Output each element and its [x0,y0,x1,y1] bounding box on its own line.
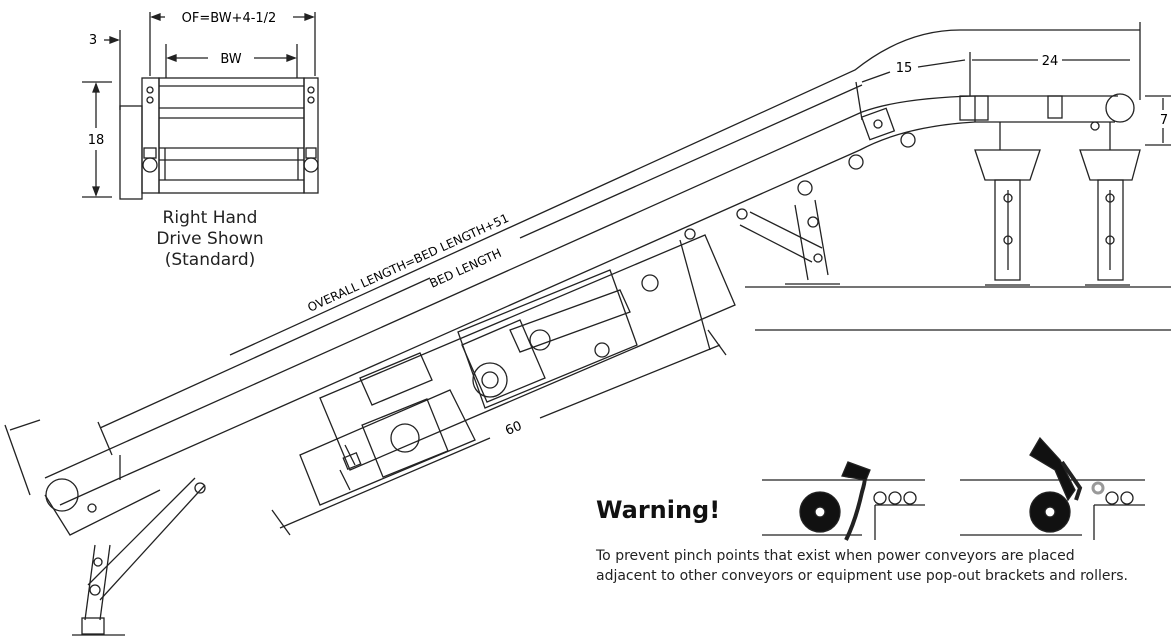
warning-title: Warning! [596,496,721,524]
dim-15-label: 15 [896,61,913,76]
end-view: OF=BW+4-1/2 BW 3 18 [82,11,319,200]
warning-text: To prevent pinch points that exist when … [596,548,1129,584]
height-dimension-label: 18 [88,133,105,148]
pinch-point-illustration-1 [762,461,925,541]
pinch-point-illustration-2 [960,436,1145,540]
caption-line: (Standard) [164,250,256,270]
dim-24-label: 24 [1042,54,1059,69]
caption-line: Drive Shown [156,229,264,249]
of-dimension-label: OF=BW+4-1/2 [182,11,277,26]
bw-dimension-label: BW [220,52,241,67]
caption-line: Right Hand [162,208,258,228]
drive-caption: Right Hand Drive Shown (Standard) [150,208,270,271]
side-view: OVERALL LENGTH=BED LENGTH+51 BED LENGTH … [4,22,1171,636]
dim-60-label: 60 [503,419,524,439]
offset-dimension-label: 3 [89,33,97,48]
dim-7-label: 7 [1160,113,1168,128]
